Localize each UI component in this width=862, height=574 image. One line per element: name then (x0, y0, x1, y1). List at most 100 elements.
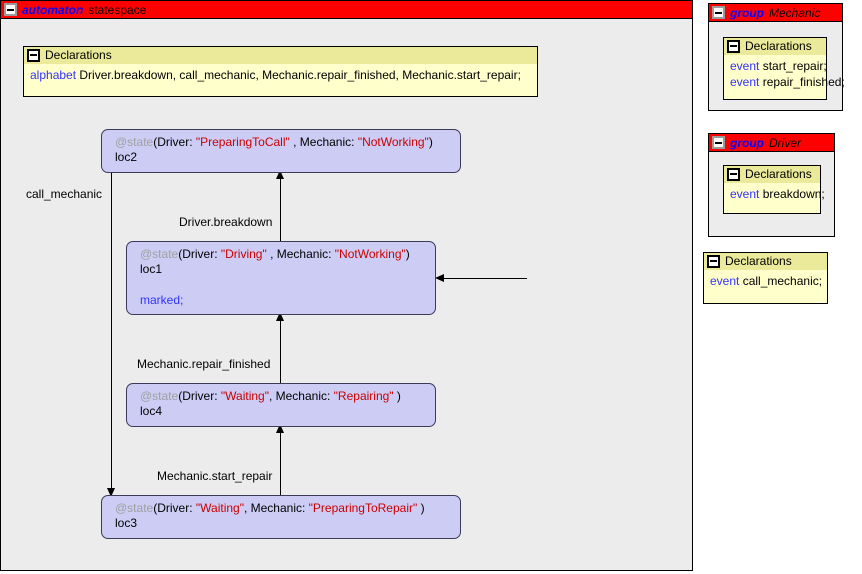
alphabet-keyword: alphabet (30, 68, 77, 82)
edge-repair-finished-arrowhead (276, 312, 284, 321)
state-params-mid: , Mechanic: (266, 247, 335, 261)
declaration-line: event call_mechanic; (710, 273, 823, 289)
automaton-panel: automaton statespace Declarations alphab… (0, 0, 693, 571)
mechanic-value: "NotWorking" (357, 135, 429, 149)
driver-value: "Waiting" (195, 501, 244, 515)
standalone-declarations: Declarations event call_mechanic; (703, 252, 828, 304)
edge-call-mechanic-arrowhead (107, 488, 115, 497)
event-value: call_mechanic; (742, 274, 823, 288)
alphabet-value: Driver.breakdown, call_mechanic, Mechani… (79, 68, 521, 82)
state-params-close: ) (428, 135, 433, 149)
collapse-minus-icon[interactable] (727, 39, 740, 53)
declarations-title: Declarations (725, 253, 792, 268)
state-signature-loc2: @state(Driver: "PreparingToCall" , Mecha… (115, 135, 460, 150)
edge-call-mechanic-line (111, 172, 112, 488)
group-driver-declarations: Declarations event breakdown; (723, 165, 825, 214)
collapse-minus-icon[interactable] (4, 3, 17, 16)
state-params-mid: , Mechanic: (243, 501, 309, 515)
declarations-title: Declarations (45, 47, 112, 62)
state-params-open: (Driver: (153, 135, 196, 149)
declarations-title: Declarations (745, 38, 812, 53)
state-params-close: ) (417, 501, 425, 515)
state-signature-loc1: @state(Driver: "Driving" , Mechanic: "No… (140, 247, 435, 262)
collapse-minus-icon[interactable] (27, 48, 40, 62)
event-keyword: event (730, 59, 760, 73)
state-params-open: (Driver: (178, 247, 221, 261)
group-mechanic-declarations-body: event start_repair; event repair_finishe… (724, 55, 845, 94)
mechanic-value: "PreparingToRepair" (308, 501, 418, 515)
state-params-close: ) (405, 247, 410, 261)
at-state-keyword: @state (140, 247, 179, 261)
state-signature-loc3: @state(Driver: "Waiting", Mechanic: "Pre… (115, 501, 460, 516)
initial-state-edge-line (444, 278, 527, 279)
standalone-declarations-body: event call_mechanic; (704, 270, 827, 293)
event-value: breakdown; (762, 187, 825, 201)
event-value: start_repair; (762, 59, 827, 73)
edge-label-start-repair: Mechanic.start_repair (157, 469, 273, 483)
group-panel-mechanic: group Mechanic Declarations event start_… (708, 3, 845, 111)
automaton-declarations-header[interactable]: Declarations (24, 47, 537, 64)
state-params-open: (Driver: (153, 501, 196, 515)
at-state-keyword: @state (115, 501, 154, 515)
event-keyword: event (730, 187, 760, 201)
state-label-loc4: loc4 (140, 404, 163, 418)
state-params-open: (Driver: (178, 389, 221, 403)
initial-state-arrowhead (435, 274, 444, 282)
group-panel-driver: group Driver Declarations event breakdow… (708, 133, 835, 237)
edge-repair-finished-line (280, 314, 281, 386)
group-driver-declarations-header[interactable]: Declarations (724, 166, 820, 183)
automaton-declarations: Declarations alphabet Driver.breakdown, … (23, 46, 538, 97)
state-params-mid: , Mechanic: (268, 389, 334, 403)
collapse-minus-icon[interactable] (712, 6, 725, 19)
collapse-minus-icon[interactable] (707, 254, 720, 268)
edge-label-repair-finished: Mechanic.repair_finished (137, 357, 271, 371)
collapse-minus-icon[interactable] (712, 136, 725, 149)
state-label-loc3: loc3 (115, 516, 138, 530)
mechanic-value: "Repairing" (333, 389, 394, 403)
group-driver-declarations-body: event breakdown; (724, 183, 825, 206)
state-node-loc2[interactable]: @state(Driver: "PreparingToCall" , Mecha… (101, 129, 461, 173)
group-mechanic-declarations-header[interactable]: Declarations (724, 38, 826, 55)
standalone-declarations-header[interactable]: Declarations (704, 253, 827, 270)
group-mechanic-header[interactable]: group Mechanic (709, 4, 842, 22)
state-label-loc1: loc1 (140, 262, 163, 276)
edge-start-repair-arrowhead (276, 424, 284, 433)
state-signature-loc4: @state(Driver: "Waiting", Mechanic: "Rep… (140, 389, 435, 404)
driver-value: "PreparingToCall" (195, 135, 290, 149)
automaton-declarations-body: alphabet Driver.breakdown, call_mechanic… (24, 64, 537, 87)
edge-label-call-mechanic: call_mechanic (26, 187, 103, 201)
automaton-keyword: automaton (22, 2, 84, 17)
event-keyword: event (710, 274, 740, 288)
declaration-line: alphabet Driver.breakdown, call_mechanic… (30, 67, 531, 83)
edge-driver-breakdown-arrowhead (276, 170, 284, 179)
state-marked-loc1: marked; (140, 293, 184, 307)
declarations-title: Declarations (745, 166, 812, 181)
group-mechanic-declarations: Declarations event start_repair; event r… (723, 37, 845, 100)
driver-value: "Waiting" (220, 389, 269, 403)
state-node-loc4[interactable]: @state(Driver: "Waiting", Mechanic: "Rep… (126, 383, 436, 427)
automaton-panel-header[interactable]: automaton statespace (1, 1, 692, 19)
driver-value: "Driving" (220, 247, 267, 261)
group-keyword: group (730, 5, 764, 20)
event-keyword: event (730, 75, 760, 89)
state-params-mid: , Mechanic: (289, 135, 358, 149)
state-label-loc2: loc2 (115, 150, 138, 164)
state-node-loc1[interactable]: @state(Driver: "Driving" , Mechanic: "No… (126, 241, 436, 315)
at-state-keyword: @state (115, 135, 154, 149)
state-node-loc3[interactable]: @state(Driver: "Waiting", Mechanic: "Pre… (101, 495, 461, 539)
edge-label-driver-breakdown: Driver.breakdown (179, 215, 273, 229)
edge-start-repair-line (280, 426, 281, 498)
event-value: repair_finished; (762, 75, 845, 89)
declaration-line: event breakdown; (730, 186, 825, 202)
group-driver-header[interactable]: group Driver (709, 134, 834, 152)
declaration-line: event repair_finished; (730, 74, 845, 90)
group-keyword: group (730, 135, 764, 150)
declaration-line: event start_repair; (730, 58, 827, 74)
edge-driver-breakdown-line (280, 172, 281, 242)
at-state-keyword: @state (140, 389, 179, 403)
collapse-minus-icon[interactable] (727, 167, 740, 181)
mechanic-value: "NotWorking" (334, 247, 406, 261)
automaton-name: statespace (88, 2, 147, 17)
group-name: Mechanic (769, 5, 821, 20)
group-name: Driver (769, 135, 801, 150)
